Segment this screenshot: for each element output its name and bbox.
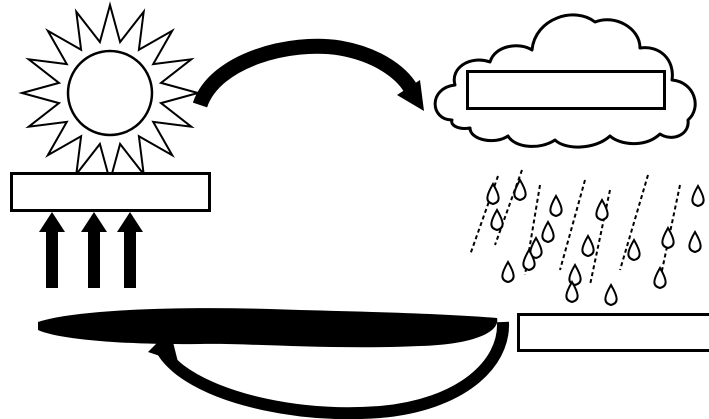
raindrop	[550, 196, 561, 216]
raindrop	[502, 262, 513, 282]
raindrop	[542, 222, 553, 242]
raindrop	[582, 236, 593, 256]
cloud-label-box	[466, 70, 666, 110]
sun-icon	[22, 5, 198, 181]
cycle-arrow-top	[200, 46, 424, 111]
raindrop	[487, 184, 498, 204]
raindrop	[628, 240, 639, 260]
raindrop	[514, 180, 525, 200]
water-body	[38, 308, 497, 347]
raindrop	[654, 268, 665, 288]
raindrop	[662, 228, 673, 248]
up-arrows-icon	[39, 212, 143, 288]
rain-label-box	[517, 313, 709, 352]
raindrop	[689, 232, 700, 252]
raindrops-icon	[470, 170, 704, 305]
raindrop	[491, 210, 502, 230]
raindrop	[596, 200, 607, 220]
raindrop	[605, 285, 616, 305]
raindrop	[692, 186, 703, 206]
sun-label-box	[10, 172, 211, 212]
rain-streak	[560, 180, 585, 270]
rain-streak	[495, 170, 522, 245]
